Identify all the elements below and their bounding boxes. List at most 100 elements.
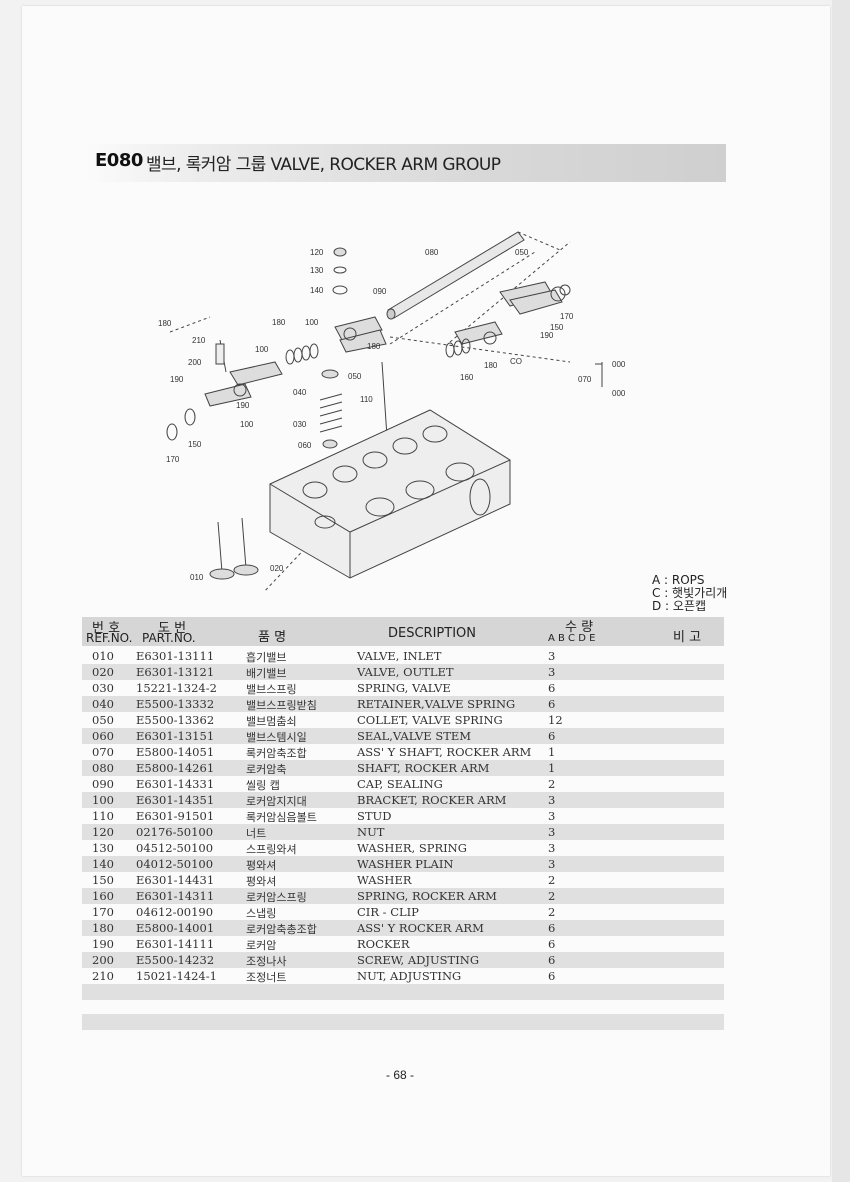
ref-no-cell: 140: [92, 857, 114, 871]
legend-item-rops: A : ROPS: [652, 573, 705, 587]
table-row-empty: [82, 984, 724, 1000]
svg-text:180: 180: [367, 342, 381, 351]
svg-text:130: 130: [310, 266, 324, 275]
qty-a-cell: 2: [548, 873, 556, 887]
ref-no-cell: 090: [92, 777, 114, 791]
svg-text:190: 190: [170, 375, 184, 384]
valves: [209, 517, 259, 580]
svg-text:100: 100: [305, 318, 319, 327]
rocker-arm-group-center: [285, 316, 387, 365]
korean-name-cell: 씰링 캡: [246, 779, 280, 792]
header-name-kor: 품 명: [258, 630, 287, 645]
ref-no-cell: 150: [92, 873, 114, 887]
qty-a-cell: 2: [548, 905, 556, 919]
ref-no-cell: 200: [92, 953, 114, 967]
qty-a-cell: 6: [548, 681, 556, 695]
description-cell: RETAINER,VALVE SPRING: [357, 697, 516, 711]
ref-no-cell: 010: [92, 649, 114, 663]
qty-a-cell: 2: [548, 777, 556, 791]
svg-text:200: 200: [188, 358, 202, 367]
qty-a-cell: 3: [548, 841, 556, 855]
korean-name-cell: 밸브스템시일: [246, 731, 307, 744]
part-no-cell: E5800-14001: [136, 921, 215, 935]
korean-name-cell: 밸브스프링: [246, 683, 297, 696]
svg-text:140: 140: [310, 286, 324, 295]
korean-name-cell: 록커암축조합: [246, 747, 307, 760]
part-no-cell: E6301-14111: [136, 937, 215, 951]
exploded-parts-diagram: 120 130 140 080 050 090 180 210 200 190 …: [158, 231, 626, 592]
qty-a-cell: 6: [548, 921, 556, 935]
part-no-cell: 02176-50100: [136, 825, 214, 839]
part-no-cell: E6301-13111: [136, 649, 215, 663]
description-cell: VALVE, INLET: [357, 649, 442, 663]
description-cell: WASHER: [357, 873, 412, 887]
ref-no-cell: 030: [92, 681, 114, 695]
group-title: 밸브, 록커암 그룹 VALVE, ROCKER ARM GROUP: [146, 155, 501, 175]
description-cell: SCREW, ADJUSTING: [357, 953, 480, 967]
qty-a-cell: 6: [548, 969, 556, 983]
title-bar: [86, 144, 726, 182]
korean-name-cell: 조정나사: [246, 955, 287, 968]
ref-no-cell: 050: [92, 713, 114, 727]
qty-a-cell: 6: [548, 953, 556, 967]
qty-a-cell: 3: [548, 665, 556, 679]
ref-no-cell: 130: [92, 841, 114, 855]
part-no-cell: E6301-13151: [136, 729, 215, 743]
svg-text:100: 100: [240, 420, 254, 429]
part-no-cell: E5800-14051: [136, 745, 215, 759]
korean-name-cell: 로커암지지대: [246, 795, 307, 808]
part-no-cell: 04612-00190: [136, 905, 214, 919]
part-no-cell: E5800-14261: [136, 761, 215, 775]
header-ref: REF.NO.: [86, 631, 133, 645]
rocker-arm-group-right: [445, 281, 571, 358]
part-no-cell: 04012-50100: [136, 857, 214, 871]
page-sheet: [22, 6, 830, 1176]
svg-text:170: 170: [166, 455, 180, 464]
description-cell: SEAL,VALVE STEM: [357, 729, 472, 743]
part-no-cell: 15021-1424-1: [136, 969, 217, 983]
description-cell: SPRING, VALVE: [357, 681, 451, 695]
description-cell: CAP, SEALING: [357, 777, 443, 791]
svg-text:CO: CO: [510, 357, 522, 366]
svg-text:190: 190: [236, 401, 250, 410]
svg-text:180: 180: [484, 361, 498, 370]
part-no-cell: E6301-14311: [136, 889, 215, 903]
qty-a-cell: 3: [548, 825, 556, 839]
qty-a-cell: 3: [548, 793, 556, 807]
svg-text:150: 150: [188, 440, 202, 449]
table-header-band: [82, 617, 724, 646]
qty-a-cell: 1: [548, 761, 556, 775]
description-cell: ASS' Y ROCKER ARM: [357, 921, 484, 935]
ref-no-cell: 180: [92, 921, 114, 935]
svg-text:120: 120: [310, 248, 324, 257]
nut-washer-stack: [332, 247, 348, 295]
svg-text:060: 060: [298, 441, 312, 450]
qty-a-cell: 1: [548, 745, 556, 759]
korean-name-cell: 로커암축: [246, 763, 287, 776]
ref-no-cell: 120: [92, 825, 114, 839]
qty-a-cell: 6: [548, 697, 556, 711]
korean-name-cell: 록커암심음볼트: [246, 811, 317, 824]
ref-no-cell: 070: [92, 745, 114, 759]
description-cell: WASHER PLAIN: [357, 857, 454, 871]
svg-text:000: 000: [612, 389, 626, 398]
part-no-cell: E6301-14431: [136, 873, 215, 887]
svg-text:040: 040: [293, 388, 307, 397]
ref-no-cell: 210: [92, 969, 114, 983]
rocker-shaft: [386, 231, 525, 320]
svg-text:050: 050: [515, 248, 529, 257]
korean-name-cell: 밸브스프링받침: [246, 699, 317, 712]
korean-name-cell: 배기밸브: [246, 667, 287, 680]
description-cell: SPRING, ROCKER ARM: [357, 889, 497, 903]
description-cell: SHAFT, ROCKER ARM: [357, 761, 490, 775]
korean-name-cell: 스프링와셔: [246, 843, 297, 856]
